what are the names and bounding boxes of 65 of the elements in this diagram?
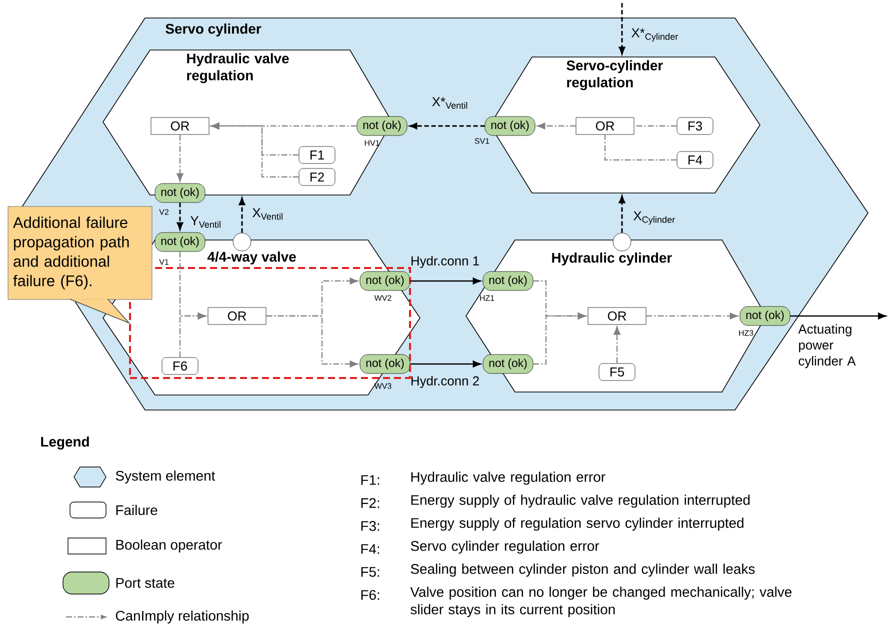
failure-description: Valve position can no longer be changed mechanically; valve slider stays in its current position [410,586,792,618]
arrow [179,312,206,358]
arrow [410,360,481,368]
operator-box: OR [576,117,634,135]
failure-description: Energy supply of regulation servo cylinder interrupted [411,518,744,531]
failure-description: Servo cylinder regulation error [410,540,600,554]
failure-code: F1: [361,475,380,485]
arrow [176,134,184,182]
port-state-pill: not (ok) [360,354,410,374]
arrow [410,278,481,284]
arrow [533,312,586,365]
failure-box: F6 [162,357,198,375]
edge-label: X$_{Ventil}$ [252,208,282,220]
failure-code: F6: [361,590,380,600]
arrow [410,122,485,130]
failure-box: F2 [298,168,336,186]
failure-box: F3 [676,117,714,135]
legend-label: Failure [116,504,158,516]
edge-label: Actuating power cylinder A [798,324,856,368]
arrow [536,122,576,130]
failure-code: F5: [361,567,380,577]
operator-box: OR [588,307,646,325]
arrow [176,202,184,230]
operator-box: OR [208,307,266,325]
arrow [238,198,246,233]
arrow [618,3,626,54]
failure-description: Energy supply of hydraulic valve regulation interrupted [411,494,750,508]
port-circle [232,232,252,252]
port-state-pill: not (ok) [484,116,536,136]
edge-label: X*$_{Ventil}$ [432,97,468,109]
highlight-box [129,266,411,379]
failure-description: Hydraulic valve regulation error [411,472,606,485]
legend-label: Port state [116,578,174,588]
legend-label: CanImply relationship [116,610,249,624]
port-state-pill: not (ok) [482,271,534,291]
connector-line [604,134,677,161]
connector-line [634,125,677,127]
arrow [618,196,626,233]
legend-label: System element [116,470,216,484]
arrow [614,326,620,364]
failure-box: F5 [598,363,636,381]
operator-box: OR [150,117,210,135]
failure-code: F2: [361,498,380,508]
failure-box: F4 [676,151,714,169]
edge-label: X$_{Cylinder}$ [634,211,675,225]
callout-pointer [69,298,130,324]
failure-code: F4: [361,544,380,554]
arrow [790,312,886,320]
port-state-pill: not (ok) [740,306,790,326]
port-state-pill: not (ok) [154,183,206,203]
port-state-pill: not (ok) [360,271,410,291]
failure-description: Sealing between cylinder piston and cylinder wall leaks [410,564,755,577]
failure-box: F1 [298,146,336,164]
port-circle [612,232,632,252]
arrow [646,312,738,320]
legend-label: Boolean operator [116,539,222,552]
legend-heading: Legend [41,436,89,450]
arrow [210,122,299,178]
failure-code: F3: [361,521,380,531]
port-state-pill: not (ok) [356,116,408,136]
edge-label: X*$_{Cylinder}$ [632,28,678,42]
edge-label: Y$_{Ventil}$ [190,216,220,228]
port-state-pill: not (ok) [154,232,206,252]
arrow [266,315,358,368]
port-state-pill: not (ok) [482,354,534,374]
